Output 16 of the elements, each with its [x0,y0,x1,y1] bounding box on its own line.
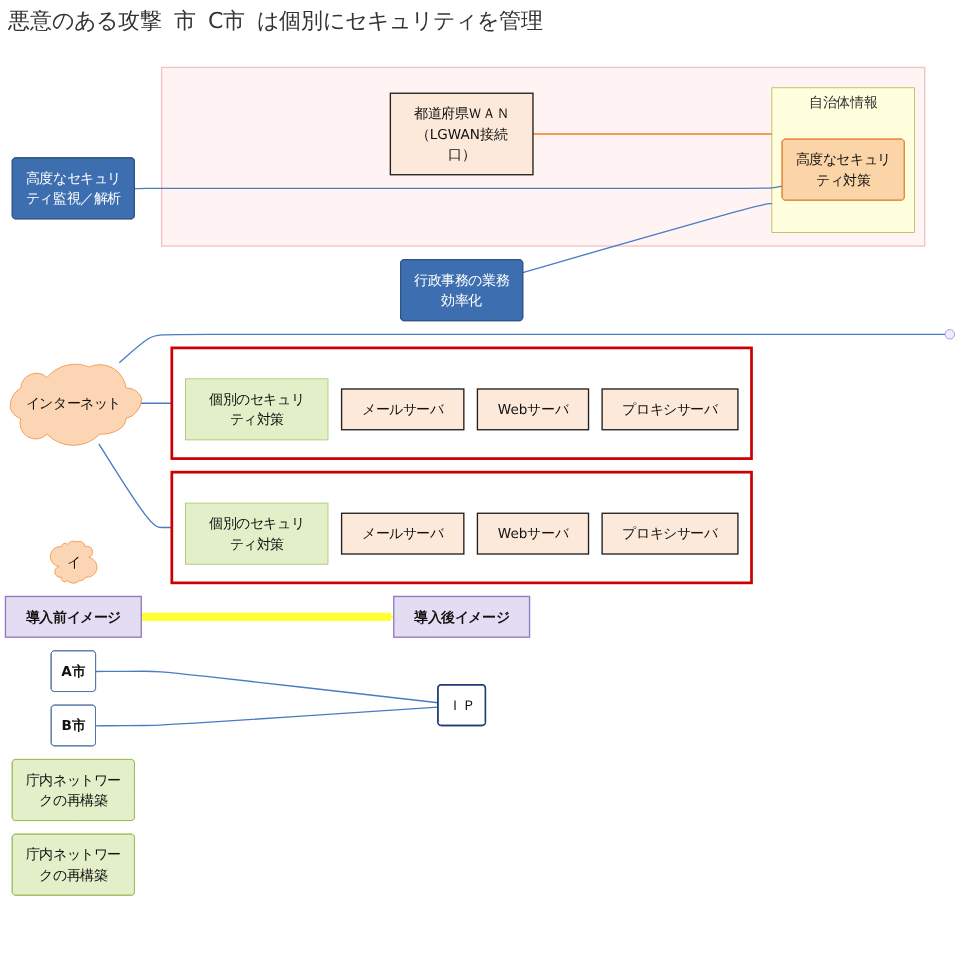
arrow [138,613,395,622]
connector [95,707,439,728]
note-text: 市 [174,6,196,36]
note-text: は個別にセキュリティを管理 [257,6,544,36]
connector [118,334,946,364]
cluster [170,471,753,585]
note-text: C市 [208,6,246,36]
connector [95,671,439,705]
note-text: 悪意のある攻撃 [8,6,162,36]
connector [522,203,773,274]
connector [134,185,784,190]
connector [138,403,173,405]
cluster [170,347,753,461]
cluster [160,67,926,248]
connector [532,133,773,136]
connector [98,443,173,529]
